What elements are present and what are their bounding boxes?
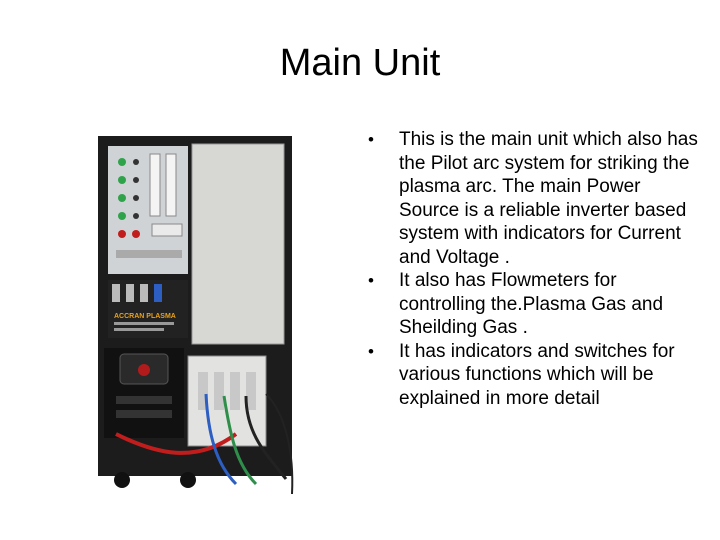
- bullet-dot-icon: •: [368, 130, 374, 149]
- bullet-text: This is the main unit which also has the…: [399, 129, 698, 268]
- bullet-item: • It also has Flowmeters for controlling…: [368, 269, 698, 340]
- bullet-text: It has indicators and switches for vario…: [399, 340, 675, 409]
- bullet-item: • It has indicators and switches for var…: [368, 340, 698, 411]
- panel-label: ACCRAN PLASMA: [114, 313, 176, 320]
- bullet-dot-icon: •: [368, 341, 374, 361]
- bullet-list: • This is the main unit which also has t…: [368, 128, 698, 410]
- bullet-dot-icon: •: [368, 271, 374, 290]
- bullet-item: • This is the main unit which also has t…: [368, 128, 698, 269]
- bullet-text: It also has Flowmeters for controlling t…: [399, 270, 664, 338]
- slide-title: Main Unit: [279, 42, 441, 84]
- plasma-unit-photo: ACCRAN PLASMA: [96, 134, 296, 496]
